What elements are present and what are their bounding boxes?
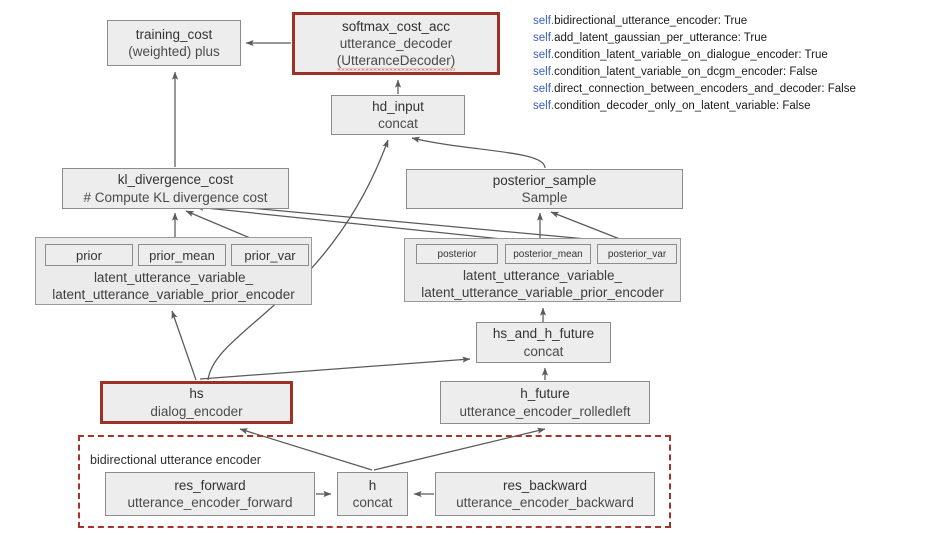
config-key: bidirectional_utterance_encoder <box>554 15 718 27</box>
config-flags-block: self.bidirectional_utterance_encoder: Tr… <box>533 13 856 115</box>
node-title: res_forward <box>174 477 246 493</box>
config-value: False <box>827 83 856 96</box>
node-subtitle: concat <box>378 116 418 131</box>
subnode-posterior-mean[interactable]: posterior_mean <box>505 244 591 264</box>
node-h-future[interactable]: h_future utterance_encoder_rolledleft <box>440 381 650 424</box>
group-caption-line1: latent_utterance_variable_ <box>93 270 254 285</box>
config-line: self.condition_decoder_only_on_latent_va… <box>533 100 811 113</box>
subnode-posterior-var[interactable]: posterior_var <box>597 244 677 264</box>
node-title: hd_input <box>372 98 424 114</box>
node-subtitle: dialog_encoder <box>150 403 243 419</box>
config-line: self.condition_latent_variable_on_dcgm_e… <box>533 66 818 79</box>
config-key: direct_connection_between_encoders_and_d… <box>554 83 822 96</box>
node-subtitle: utterance_encoder_rolledleft <box>459 403 631 419</box>
edge-hs-to-priorgroup <box>171 310 197 381</box>
subnode-prior[interactable]: prior <box>45 244 133 266</box>
node-res-forward[interactable]: res_forward utterance_encoder_forward <box>105 472 315 516</box>
config-value: True <box>804 49 828 62</box>
config-line: self.condition_latent_variable_on_dialog… <box>533 49 828 62</box>
edge-posteriorsample-to-hdinput <box>411 136 546 169</box>
config-self-token: self. <box>533 49 555 62</box>
node-posterior-sample[interactable]: posterior_sample Sample <box>406 169 683 209</box>
node-subtitle: utterance_encoder_forward <box>127 495 293 510</box>
node-title: h <box>368 477 377 493</box>
config-key: add_latent_gaussian_per_utterance <box>554 32 738 45</box>
config-key: condition_latent_variable_on_dcgm_encode… <box>554 66 783 79</box>
node-subtitle: concat <box>523 343 564 359</box>
dashed-container-label: bidirectional utterance encoder <box>90 453 261 467</box>
node-subtitle: # Compute KL divergence cost <box>83 189 268 205</box>
config-line: self.bidirectional_utterance_encoder: Tr… <box>533 15 748 27</box>
node-subtitle: Sample <box>521 190 568 205</box>
node-title: res_backward <box>502 477 588 493</box>
node-hs-and-h-future[interactable]: hs_and_h_future concat <box>476 322 611 363</box>
group-caption-line2: latent_utterance_variable_prior_encoder <box>52 287 295 302</box>
group-latent-utterance-variable-posterior[interactable]: posterior posterior_mean posterior_var l… <box>404 238 681 302</box>
config-value: False <box>789 66 818 79</box>
node-subtitle: utterance_decoder <box>339 35 453 51</box>
subnode-prior-mean[interactable]: prior_mean <box>138 244 226 266</box>
config-self-token: self. <box>533 66 555 79</box>
config-self-token: self. <box>533 100 555 113</box>
subnode-posterior[interactable]: posterior <box>416 244 498 264</box>
config-key: condition_latent_variable_on_dialogue_en… <box>554 49 799 62</box>
node-h[interactable]: h concat <box>337 472 408 516</box>
node-training-cost[interactable]: training_cost (weighted) plus <box>107 20 241 66</box>
config-line: self.direct_connection_between_encoders_… <box>533 83 856 96</box>
node-title: kl_divergence_cost <box>117 172 234 188</box>
node-title: training_cost <box>135 26 213 42</box>
node-kl-divergence-cost[interactable]: kl_divergence_cost # Compute KL divergen… <box>62 168 289 209</box>
node-subtitle-secondary: (UtteranceDecoder) <box>336 52 456 72</box>
subnode-prior-var[interactable]: prior_var <box>231 244 309 266</box>
node-title: h_future <box>520 386 570 402</box>
dashed-container-bidirectional-utterance-encoder <box>78 435 671 528</box>
node-subtitle: (weighted) plus <box>128 44 220 59</box>
config-self-token: self. <box>533 32 555 45</box>
config-value: True <box>743 32 768 45</box>
config-self-token: self. <box>533 83 555 96</box>
config-value: True <box>723 15 748 27</box>
edge-hs-to-hsandhfuture <box>199 356 471 380</box>
node-title: softmax_cost_acc <box>341 18 451 34</box>
node-subtitle: concat <box>352 495 393 510</box>
node-res-backward[interactable]: res_backward utterance_encoder_backward <box>435 472 655 516</box>
config-self-token: self. <box>533 15 555 27</box>
config-line: self.add_latent_gaussian_per_utterance: … <box>533 32 768 45</box>
node-hs[interactable]: hs dialog_encoder <box>100 381 293 424</box>
group-caption-line2: latent_utterance_variable_prior_encoder <box>421 285 664 300</box>
config-value: False <box>782 100 811 113</box>
node-title: posterior_sample <box>492 172 597 188</box>
config-key: condition_decoder_only_on_latent_variabl… <box>554 100 776 113</box>
node-title: hs_and_h_future <box>492 326 595 342</box>
node-softmax-cost-acc[interactable]: softmax_cost_acc utterance_decoder (Utte… <box>292 12 500 75</box>
spellcheck-underline: (UtteranceDecoder) <box>336 53 456 72</box>
group-latent-utterance-variable-prior[interactable]: prior prior_mean prior_var latent_uttera… <box>35 237 312 305</box>
group-caption-line1: latent_utterance_variable_ <box>462 268 623 283</box>
node-hd-input[interactable]: hd_input concat <box>331 95 465 135</box>
node-subtitle: utterance_encoder_backward <box>456 495 634 510</box>
node-title: hs <box>189 386 204 402</box>
